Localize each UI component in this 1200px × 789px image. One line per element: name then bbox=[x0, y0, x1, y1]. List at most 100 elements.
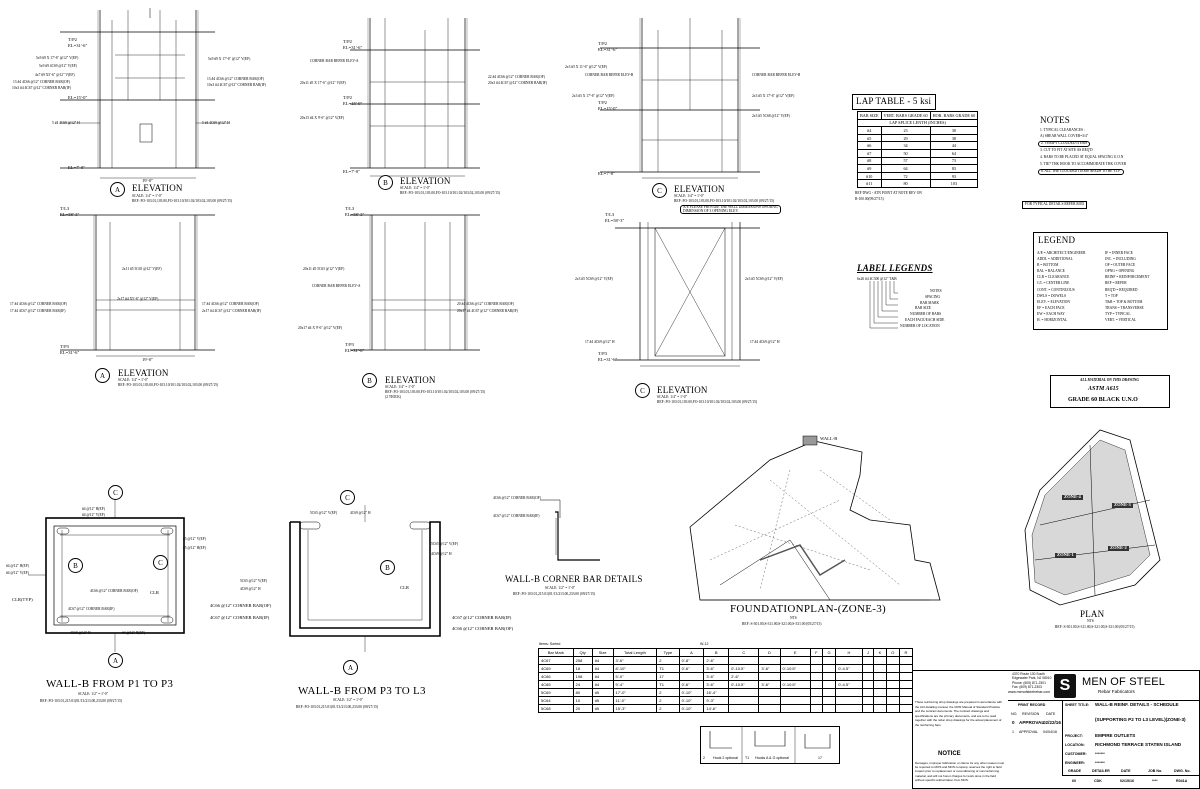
table-cell bbox=[779, 656, 811, 665]
company-name: MEN OF STEEL bbox=[1082, 676, 1166, 688]
table-cell: 9'-3" bbox=[703, 696, 730, 705]
corner-ref: CORNER BAR REFER ELEV-A bbox=[310, 59, 359, 63]
sheet-title-label: SHEET TITLE: bbox=[1065, 703, 1090, 707]
table-cell bbox=[821, 696, 837, 705]
schedule-heading: Items: Sorted bbox=[539, 642, 561, 646]
table-cell bbox=[898, 664, 914, 673]
zone-label: ZONE-2 bbox=[1108, 545, 1129, 551]
table-cell bbox=[835, 696, 863, 705]
section-marker: B bbox=[68, 558, 83, 573]
table-cell bbox=[873, 696, 887, 705]
elevation-title: ELEVATION bbox=[385, 375, 436, 385]
bar-label: 17 #4 4C66 @12" CORNER BAR(OF) bbox=[10, 302, 67, 306]
bottom-value: CDK bbox=[1094, 779, 1102, 783]
scale-label: SCALE: 1/4" = 1'-0" bbox=[385, 385, 416, 389]
el-bot-label: EL=31'-6" bbox=[598, 357, 618, 362]
bar-label: 2x3 #5 5C69 @12" V(EF) bbox=[575, 277, 613, 281]
location-value: RICHMOND TERRACE STATEN ISLAND bbox=[1095, 742, 1182, 747]
corner-bar-label: 4C67 @12" CORNER BAR(IF) bbox=[210, 615, 270, 620]
rev-header: NO. bbox=[1011, 712, 1018, 716]
rev-date: 02/22/16 bbox=[1043, 720, 1061, 725]
table-cell: 2 bbox=[656, 704, 680, 713]
table-cell: 3'-6" bbox=[612, 656, 658, 665]
zone-label: ZONE-3 bbox=[1112, 502, 1133, 508]
table-cell bbox=[728, 656, 760, 665]
zone-plan-drawing bbox=[1024, 429, 1161, 606]
lap-ref: REF DWG - ATN POINT AT NOTE REV ON bbox=[855, 191, 922, 195]
scale-label: SCALE: 1/2" = 1'-0" bbox=[545, 586, 576, 590]
clr-label: CLR(TYP) bbox=[12, 597, 33, 602]
bar-label: 17 #4 4C67 @12" CORNER BAR(IF) bbox=[10, 309, 66, 313]
elevation-a2-drawing bbox=[60, 214, 215, 357]
ref-label: REF: FO-103.01,215.01(01/13/213.00,233.0… bbox=[40, 699, 123, 703]
bar-label: 5 #4 4C69 @12" H bbox=[52, 121, 80, 125]
label-legends-title: LABEL LEGENDS bbox=[857, 263, 933, 273]
bar-label: 13 #4 4C66 @12" CORNER BAR(OF) bbox=[13, 80, 70, 84]
section-marker: A bbox=[343, 660, 358, 675]
table-cell bbox=[861, 680, 875, 689]
el-bot-label: EL=7'-0" bbox=[598, 171, 616, 176]
tp-bot-label: T/P3 bbox=[60, 344, 69, 349]
material-line-3: GRADE 60 BLACK U.N.O bbox=[1068, 397, 1138, 403]
bar-shapes bbox=[709, 726, 831, 764]
bottom-value: R041A bbox=[1176, 779, 1188, 783]
table-cell bbox=[835, 704, 863, 713]
table-cell bbox=[885, 656, 900, 665]
section-marker: A bbox=[110, 182, 125, 197]
company-logo-icon: S bbox=[1054, 674, 1076, 698]
bar-label: #4 @12" H(EF) bbox=[122, 631, 145, 635]
table-cell bbox=[779, 688, 811, 697]
note-item: 1. TYPICAL CLEARANCES : bbox=[1040, 128, 1085, 132]
table-cell: 2'-6" bbox=[703, 656, 730, 665]
bar-label: 4C67 @12" CORNER BAR(IF) bbox=[493, 514, 540, 518]
table-cell bbox=[898, 656, 914, 665]
rev-header: REVISION bbox=[1022, 712, 1040, 716]
table-cell: 10 bbox=[572, 696, 593, 705]
table-cell: 0'-8" bbox=[678, 656, 705, 665]
bar-label: 2x3 #5 X 17'-6" @12" V(EF) bbox=[752, 94, 795, 98]
table-cell bbox=[678, 672, 705, 681]
bar-label: 4C69 @12" H bbox=[350, 511, 371, 515]
bottom-header: DWG. No. bbox=[1174, 769, 1191, 773]
table-cell: 24 bbox=[572, 680, 593, 689]
rev-date: 04/04/16 bbox=[1043, 730, 1057, 734]
table-cell: 0'-10.5" bbox=[779, 680, 811, 689]
table-cell: 3'-6" bbox=[703, 664, 730, 673]
bar-label: 17 #4 4C69 @12" H bbox=[750, 340, 780, 344]
bottom-header: GRADE bbox=[1068, 769, 1081, 773]
disclaimer: These reinforcing shop drawings are prep… bbox=[915, 700, 1003, 727]
table-cell bbox=[885, 664, 900, 673]
corner-title: WALL-B CORNER BAR DETAILS bbox=[505, 574, 643, 584]
foundation-plan-drawing bbox=[689, 435, 941, 601]
ref-label: REF: FO-103.01,103.00,FO-103.10/101.02/1… bbox=[400, 191, 501, 195]
bar-label: 4C69 @12" H bbox=[240, 587, 261, 591]
table-cell: 3'-6" bbox=[703, 672, 730, 681]
table-cell bbox=[821, 680, 837, 689]
table-cell bbox=[885, 680, 900, 689]
section-marker: C bbox=[635, 383, 650, 398]
company-sub: Rebar Fabricators bbox=[1098, 689, 1135, 694]
table-cell: 4C65 bbox=[538, 680, 574, 689]
shape-label: Hooks A & G optional bbox=[755, 756, 789, 760]
sheet-title-2: (SUPPORTING P2 TO L3 LEVEL)(ZONE-3) bbox=[1095, 717, 1186, 722]
table-cell bbox=[821, 672, 837, 681]
project-value: EMPIRE OUTLETS bbox=[1095, 733, 1136, 738]
customer-label: CUSTOMER: bbox=[1065, 752, 1087, 756]
table-cell bbox=[873, 664, 887, 673]
tp-label: T/L3 bbox=[60, 206, 70, 211]
scale-label: SCALE: 1/4" = 1'-0" bbox=[400, 186, 431, 190]
corner-bar-label: 4C67 @12" CORNER BAR(IF) bbox=[452, 615, 512, 620]
shape-label: T1 bbox=[745, 756, 750, 760]
rev-desc: APPROVAL bbox=[1019, 730, 1039, 734]
shape-label: Hook 2 optional bbox=[713, 756, 738, 760]
corner-ref: CORNER BAR REFER ELEV-A bbox=[312, 284, 361, 288]
material-line-1: ALL MATERIAL ON THIS DRAWING bbox=[1080, 378, 1139, 382]
